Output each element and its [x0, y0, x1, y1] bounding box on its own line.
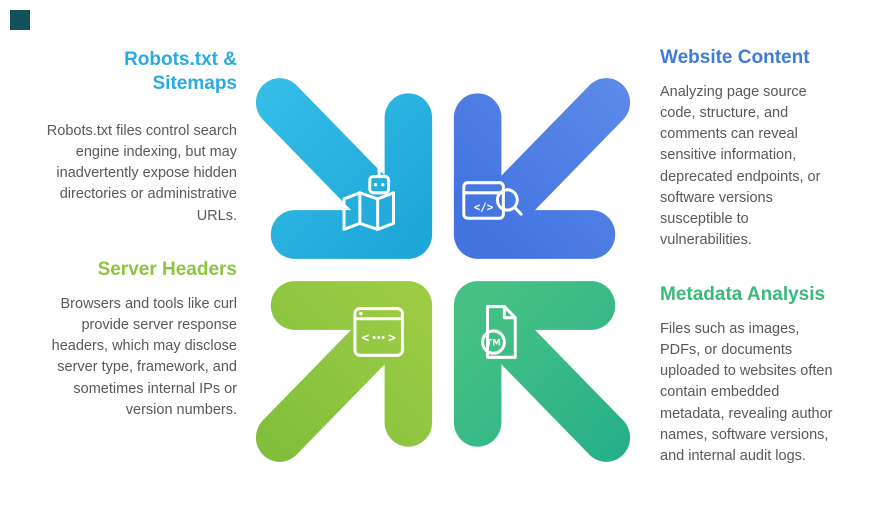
code-glyph: </> — [474, 201, 494, 214]
section-server-headers: Server Headers Browsers and tools like c… — [31, 258, 237, 421]
angle-right-glyph: > — [388, 331, 396, 346]
server-body: Browsers and tools like curl provide ser… — [51, 295, 237, 418]
arrow-metadata — [453, 281, 631, 462]
robots-body: Robots.txt files control search engine i… — [46, 122, 237, 224]
website-body: Analyzing page source code, structure, a… — [660, 83, 821, 249]
arrow-server — [255, 281, 433, 462]
map-robot-icon — [342, 168, 395, 231]
trademark-glyph: TM — [486, 339, 501, 349]
section-metadata-analysis: Metadata Analysis Files such as images, … — [660, 283, 838, 467]
arrow-cluster: </> < > TM — [255, 78, 631, 462]
server-title: Server Headers — [97, 259, 237, 280]
metadata-body: Files such as images, PDFs, or documents… — [660, 320, 833, 464]
brand-square — [10, 10, 30, 30]
tm-document-icon: TM — [481, 305, 517, 359]
angle-left-glyph: < — [361, 331, 369, 346]
section-website-content: Website Content Analyzing page source co… — [660, 46, 838, 251]
arrow-website — [453, 78, 631, 259]
robots-title: Robots.txt & Sitemaps — [124, 49, 237, 94]
browser-window-icon: < > — [353, 307, 404, 357]
code-search-icon: </> — [462, 181, 523, 220]
metadata-title: Metadata Analysis — [660, 284, 826, 305]
website-title: Website Content — [660, 47, 810, 68]
section-robots-sitemaps: Robots.txt & Sitemaps Robots.txt files c… — [37, 48, 237, 227]
